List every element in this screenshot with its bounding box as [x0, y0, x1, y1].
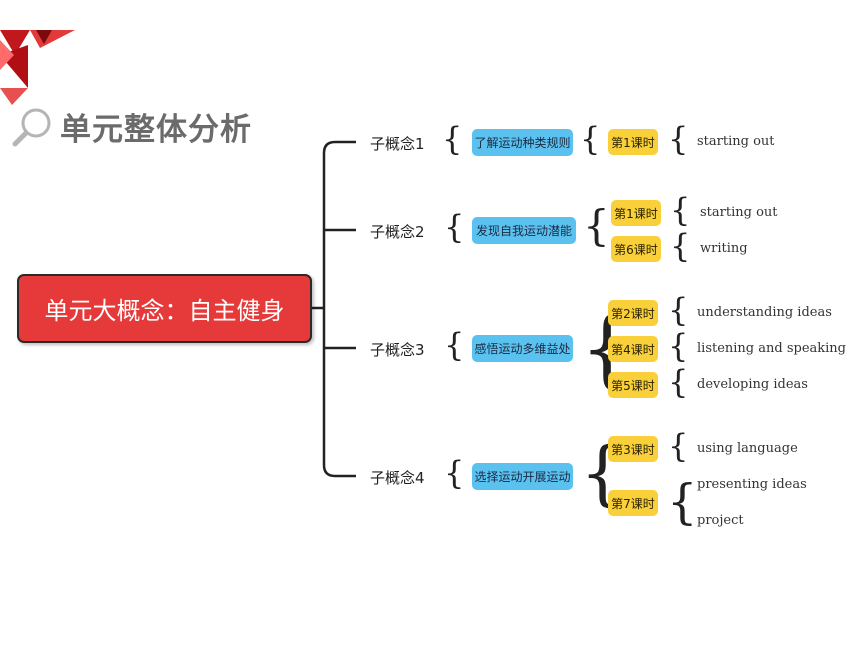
- lesson-badge: 第1课时: [611, 200, 661, 226]
- central-concept-node: 单元大概念：自主健身: [17, 274, 312, 343]
- sub-concept-2-label: 子概念2: [370, 223, 425, 241]
- title-text: 单元整体分析: [60, 112, 252, 148]
- lesson-badge: 第4课时: [608, 336, 658, 362]
- brace: {: [444, 208, 465, 246]
- brace: {: [444, 326, 465, 364]
- sub-concept-1-label: 子概念1: [370, 135, 425, 153]
- concept-node-3: 感悟运动多维益处: [472, 335, 573, 362]
- lesson-badge: 第6课时: [611, 236, 661, 262]
- lesson-badge: 第1课时: [608, 129, 658, 155]
- activity-label: understanding ideas: [697, 305, 832, 320]
- brace: {: [580, 120, 601, 158]
- corner-decoration: [0, 30, 75, 105]
- brace: {: [668, 120, 689, 158]
- concept-node-4: 选择运动开展运动: [472, 463, 573, 490]
- activity-label: starting out: [700, 205, 778, 220]
- lesson-badge: 第3课时: [608, 436, 658, 462]
- activity-label: presenting ideas: [697, 477, 807, 492]
- lesson-badge: 第5课时: [608, 372, 658, 398]
- brace: {: [442, 120, 463, 158]
- activity-label: developing ideas: [697, 377, 808, 392]
- magnifier-icon: [12, 108, 51, 146]
- page-title: 单元整体分析: [10, 104, 252, 149]
- concept-node-2: 发现自我运动潜能: [472, 217, 576, 244]
- brace: {: [583, 201, 610, 250]
- brace: {: [670, 227, 691, 265]
- brace: {: [667, 474, 698, 530]
- activity-label: writing: [700, 241, 748, 256]
- lesson-badge: 第2课时: [608, 300, 658, 326]
- activity-label: listening and speaking: [697, 341, 847, 356]
- brace: {: [668, 363, 689, 401]
- sub-concept-3-label: 子概念3: [370, 341, 425, 359]
- sub-concept-4-label: 子概念4: [370, 469, 425, 487]
- lesson-badge: 第7课时: [608, 490, 658, 516]
- brace: {: [668, 427, 689, 465]
- brace: {: [670, 191, 691, 229]
- activity-label: using language: [697, 441, 798, 456]
- activity-label: starting out: [697, 134, 775, 149]
- brace: {: [668, 327, 689, 365]
- brace: {: [668, 291, 689, 329]
- brace: {: [444, 454, 465, 492]
- activity-label: project: [697, 513, 744, 528]
- concept-node-1: 了解运动种类规则: [472, 129, 573, 156]
